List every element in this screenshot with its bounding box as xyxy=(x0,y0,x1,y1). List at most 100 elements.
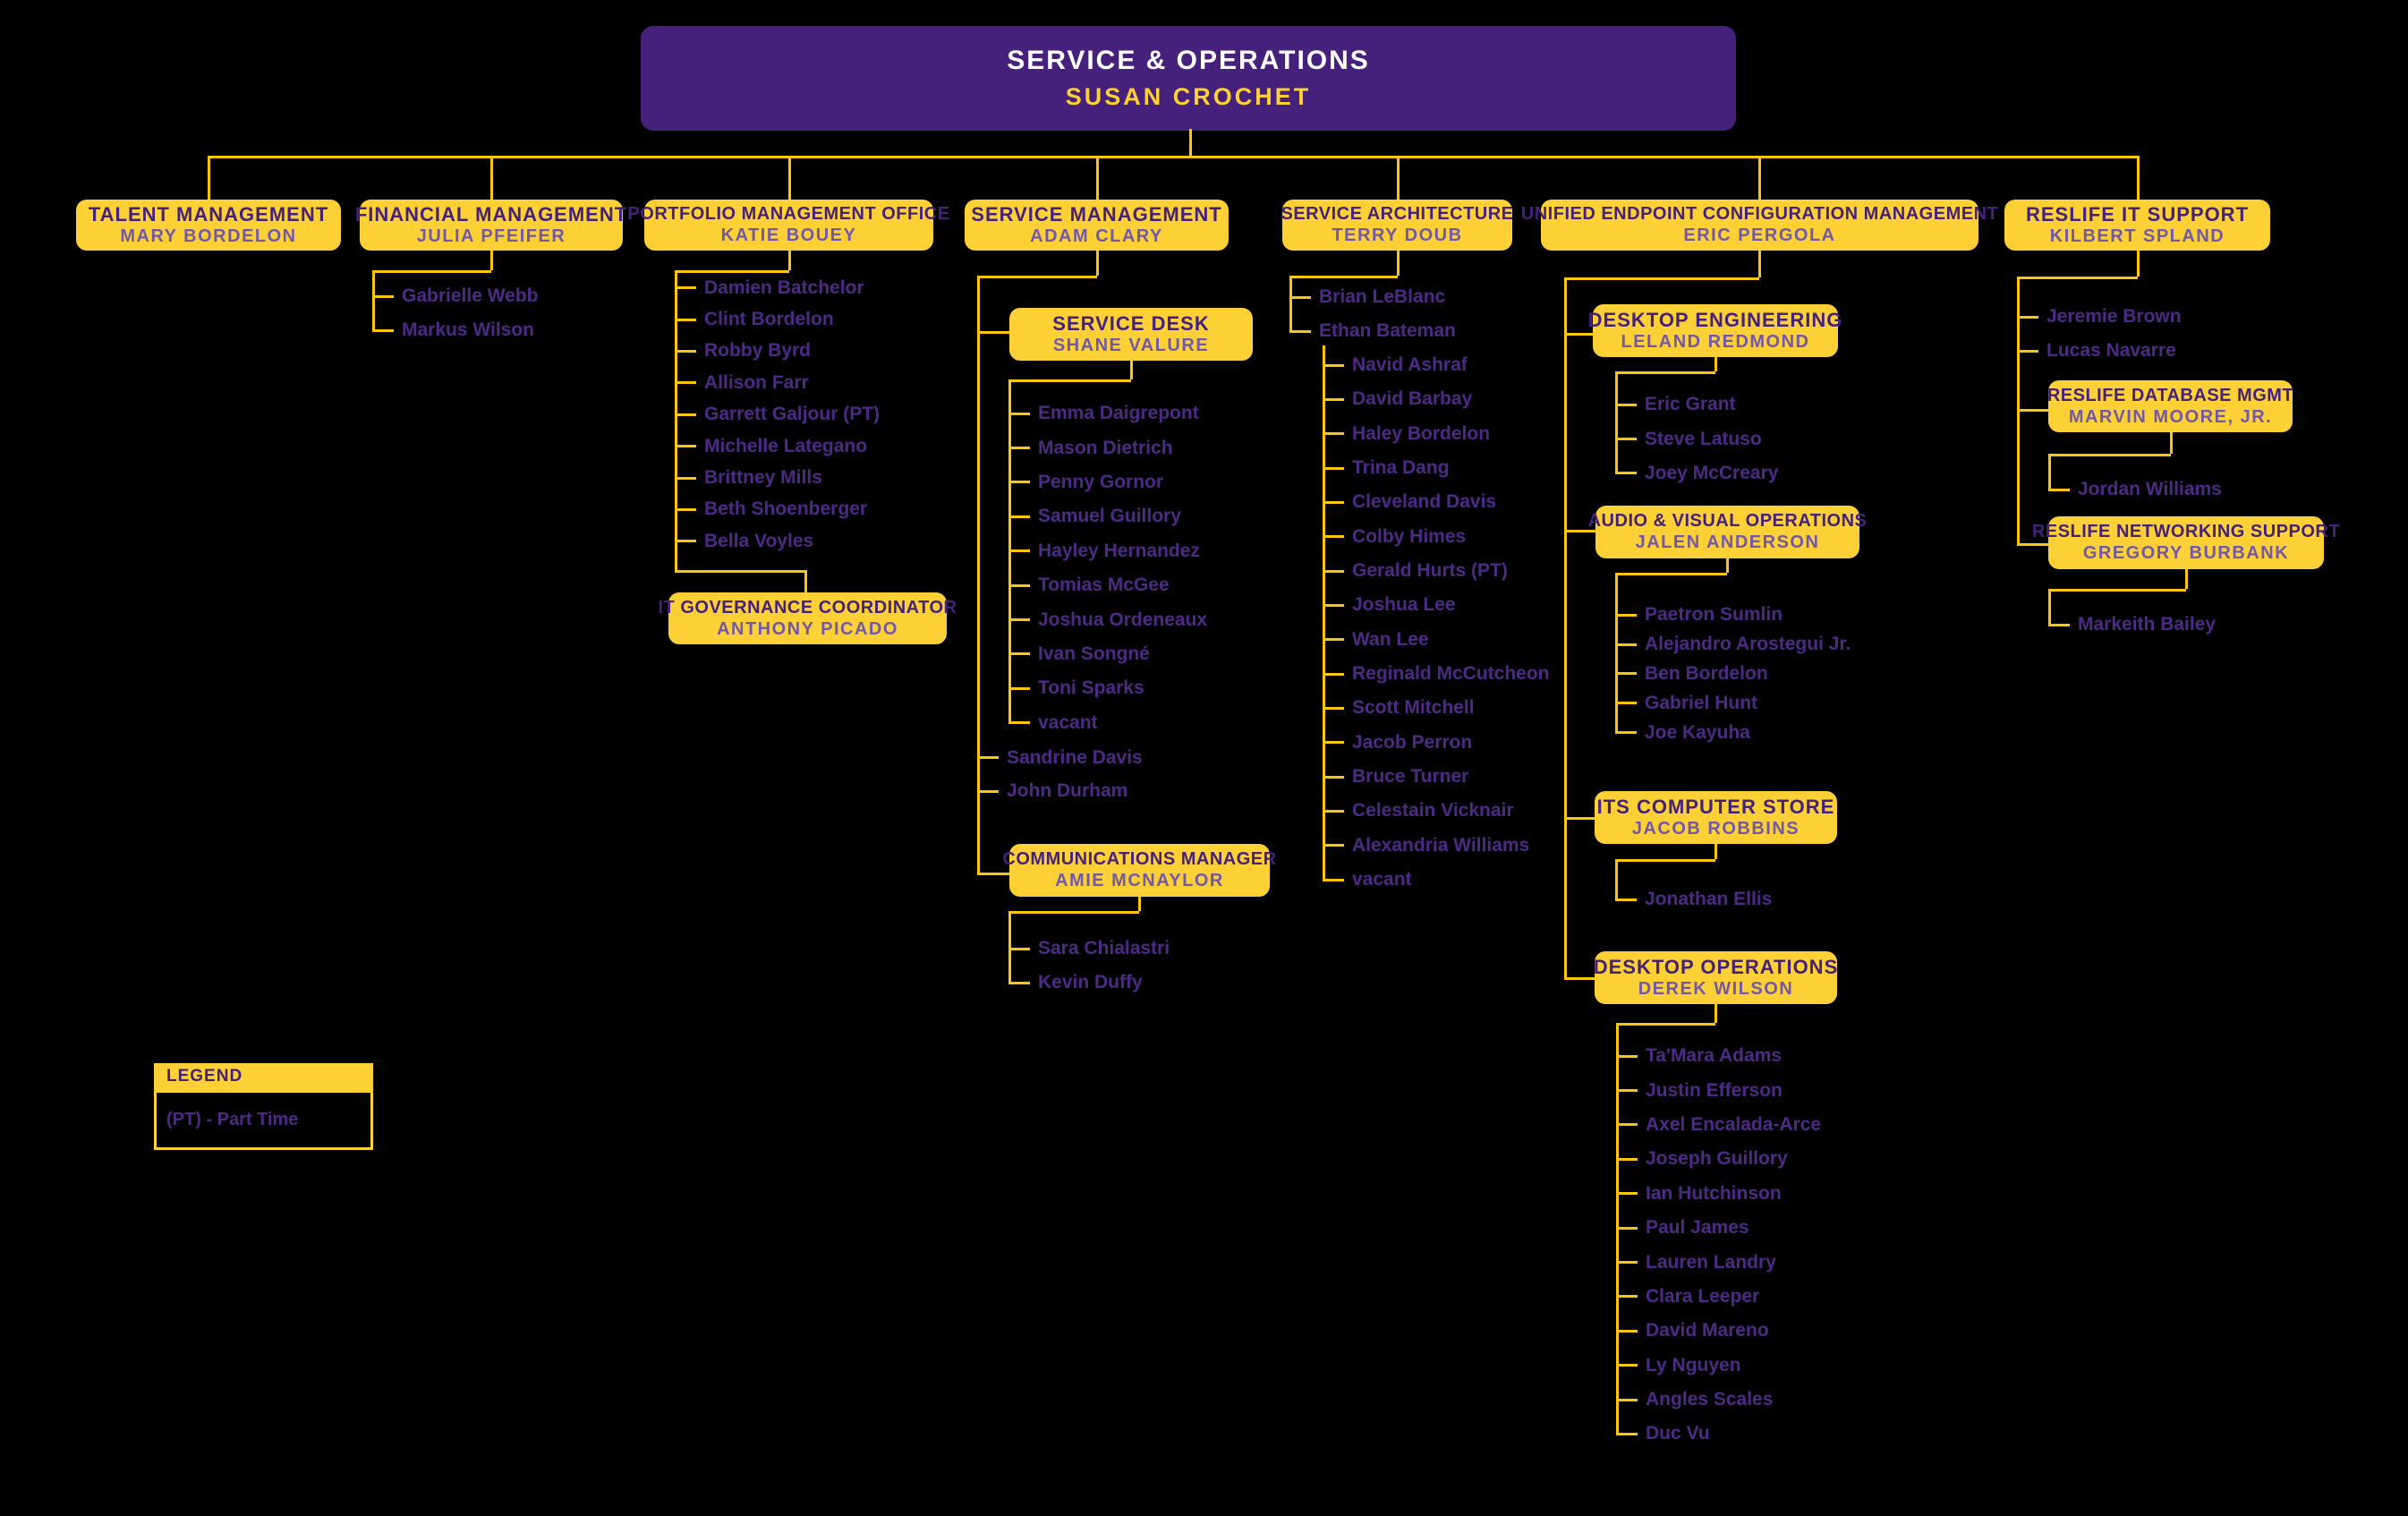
member-name: Lauren Landry xyxy=(1646,1251,1776,1273)
connector-line xyxy=(208,156,2138,158)
connector-line xyxy=(1564,817,1595,820)
connector-tick-icon xyxy=(1008,481,1030,484)
connector-tick-icon xyxy=(1615,403,1637,406)
member-row: Beth Shoenberger xyxy=(675,494,880,525)
member-row: Clint Bordelon xyxy=(675,303,880,335)
connector-line xyxy=(1615,573,1727,575)
root-box-service-operations: SERVICE & OPERATIONS SUSAN CROCHET xyxy=(641,26,1736,131)
member-row: Gabriel Hunt xyxy=(1615,688,1851,718)
connector-tick-icon xyxy=(1323,569,1344,573)
dept-box-financial-management: FINANCIAL MANAGEMENT JULIA PFEIFER xyxy=(355,200,626,251)
member-row: Reginald McCutcheon xyxy=(1323,657,1550,691)
member-list-reslife-networking: Markeith Bailey xyxy=(2048,608,2216,642)
member-row: David Mareno xyxy=(1616,1314,1821,1348)
connector-tick-icon xyxy=(1323,535,1344,539)
connector-line xyxy=(1564,277,1759,280)
member-row: Jonathan Ellis xyxy=(1615,882,1772,916)
connector-tick-icon xyxy=(675,445,696,448)
member-row: Sandrine Davis xyxy=(977,741,1143,775)
connector-line xyxy=(1008,911,1011,983)
dept-title: COMMUNICATIONS MANAGER xyxy=(1002,849,1277,869)
member-name: Brian LeBlanc xyxy=(1319,286,1446,307)
connector-line xyxy=(1615,371,1715,374)
connector-tick-icon xyxy=(675,507,696,511)
connector-tick-icon xyxy=(1616,1226,1638,1230)
connector-tick-icon xyxy=(1616,1364,1638,1367)
dept-manager: KILBERT SPLAND xyxy=(2049,226,2225,247)
dept-manager: ADAM CLARY xyxy=(1030,226,1163,247)
member-name: Scott Mitchell xyxy=(1352,697,1475,719)
connector-line xyxy=(977,331,1009,334)
root-manager: SUSAN CROCHET xyxy=(1065,82,1312,110)
member-name: Navid Ashraf xyxy=(1352,354,1468,376)
dept-box-service-architecture: SERVICE ARCHITECTURE TERRY DOUB xyxy=(1281,200,1513,251)
connector-line xyxy=(675,270,789,273)
member-list-reslife-database: Jordan Williams xyxy=(2048,473,2222,507)
connector-tick-icon xyxy=(1008,652,1030,656)
member-name: Robby Byrd xyxy=(704,340,812,362)
member-row: vacant xyxy=(1323,863,1550,897)
member-row: Garrett Galjour (PT) xyxy=(675,399,880,430)
member-row: Celestain Vicknair xyxy=(1323,794,1550,828)
connector-line xyxy=(1564,277,1567,977)
member-row: Allison Farr xyxy=(675,367,880,398)
dept-box-its-computer-store: ITS COMPUTER STORE JACOB ROBBINS xyxy=(1595,791,1837,844)
connector-tick-icon xyxy=(1323,466,1344,470)
dept-manager: ANTHONY PICADO xyxy=(717,618,898,639)
dept-title: FINANCIAL MANAGEMENT xyxy=(354,202,628,226)
member-row: Paetron Sumlin xyxy=(1615,600,1851,630)
connector-tick-icon xyxy=(1616,1398,1638,1401)
member-name: Gabrielle Webb xyxy=(402,285,539,306)
connector-line xyxy=(788,156,791,200)
member-name: Paul James xyxy=(1646,1217,1749,1239)
dept-box-communications-manager: COMMUNICATIONS MANAGER AMIE MCNAYLOR xyxy=(1002,844,1276,897)
member-name: Bella Voyles xyxy=(704,530,814,551)
dept-box-reslife-database-mgmt: RESLIFE DATABASE MGMT MARVIN MOORE, JR. xyxy=(2047,380,2293,432)
member-row: Ta'Mara Adams xyxy=(1616,1039,1821,1073)
connector-tick-icon xyxy=(1615,702,1637,705)
dept-title: SERVICE MANAGEMENT xyxy=(971,202,1222,226)
member-row: Kevin Duffy xyxy=(1008,966,1170,1000)
connector-tick-icon xyxy=(1323,775,1344,779)
member-name: Emma Daigrepont xyxy=(1038,403,1199,424)
dept-box-audio-visual-operations: AUDIO & VISUAL OPERATIONS JALEN ANDERSON xyxy=(1588,506,1867,558)
member-row: Ethan Bateman xyxy=(1289,314,1456,348)
member-name: Markeith Bailey xyxy=(2078,614,2217,635)
member-row: Bruce Turner xyxy=(1323,760,1550,794)
connector-line xyxy=(675,570,805,573)
member-row: Scott Mitchell xyxy=(1323,691,1550,725)
dept-manager: ERIC PERGOLA xyxy=(1683,226,1836,245)
legend: LEGEND (PT) - Part Time xyxy=(154,1063,373,1150)
connector-line xyxy=(804,570,807,592)
member-row: Damien Batchelor xyxy=(675,272,880,303)
connector-tick-icon xyxy=(1323,397,1344,401)
connector-tick-icon xyxy=(1008,583,1030,587)
connector-line xyxy=(1726,558,1729,573)
connector-tick-icon xyxy=(1616,1123,1638,1127)
connector-tick-icon xyxy=(1008,412,1030,415)
connector-line xyxy=(2017,277,2138,279)
connector-tick-icon xyxy=(1615,643,1637,646)
dept-manager: KATIE BOUEY xyxy=(720,226,857,245)
connector-tick-icon xyxy=(1615,613,1637,617)
member-row: Eric Grant xyxy=(1615,388,1778,422)
member-row: Trina Dang xyxy=(1323,451,1550,485)
connector-tick-icon xyxy=(1616,1432,1638,1435)
member-row: Jacob Perron xyxy=(1323,726,1550,760)
dept-manager: MARVIN MOORE, JR. xyxy=(2068,406,2273,427)
member-row: Jordan Williams xyxy=(2048,473,2222,507)
dept-manager: GREGORY BURBANK xyxy=(2082,543,2290,563)
member-name: Samuel Guillory xyxy=(1038,506,1181,527)
connector-line xyxy=(1715,844,1717,859)
member-row: vacant xyxy=(1008,706,1207,740)
connector-tick-icon xyxy=(1008,618,1030,622)
member-name: Allison Farr xyxy=(704,371,809,393)
member-row: Angles Scales xyxy=(1616,1383,1821,1417)
connector-line xyxy=(1715,1004,1717,1023)
dept-title: UNIFIED ENDPOINT CONFIGURATION MANAGEMEN… xyxy=(1520,204,1999,224)
connector-tick-icon xyxy=(1323,706,1344,710)
member-name: Celestain Vicknair xyxy=(1352,800,1514,822)
